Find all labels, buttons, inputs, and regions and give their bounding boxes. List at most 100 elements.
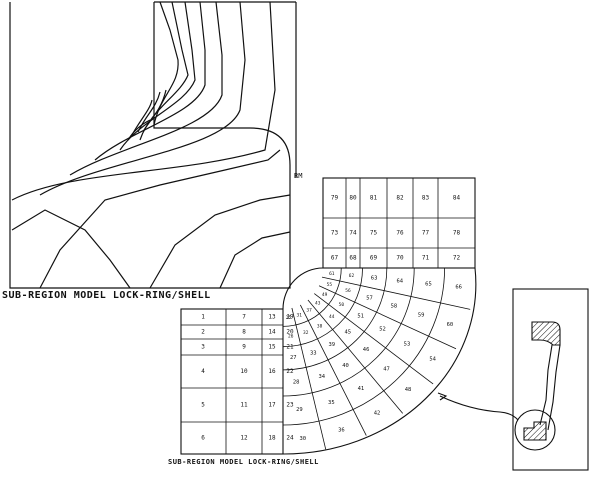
mesh-element-label: 27 — [290, 355, 297, 361]
mesh-element-label: 63 — [371, 276, 378, 282]
leader-line — [439, 395, 519, 421]
mesh-element-label: 77 — [422, 230, 430, 237]
mesh-element-label: 62 — [349, 273, 355, 279]
mesh-element-label: 1 — [201, 314, 205, 321]
mesh-element-label: 23 — [286, 402, 294, 409]
mesh-element-label: 29 — [296, 407, 303, 413]
mesh-element-label: 71 — [422, 255, 430, 262]
mesh-element-label: 35 — [328, 400, 335, 406]
mesh-element-label: 44 — [329, 314, 335, 320]
mesh-element-label: 76 — [396, 230, 404, 237]
mesh-element-label: 13 — [268, 314, 276, 321]
mesh-element-label: 78 — [453, 230, 461, 237]
contour-caption: SUB-REGION MODEL LOCK-RING/SHELL — [2, 290, 211, 301]
mesh-element-label: 59 — [418, 313, 425, 319]
detail-magnifier — [514, 409, 556, 451]
fe-mesh — [180, 177, 477, 455]
mesh-element-label: 7 — [242, 314, 246, 321]
mesh-element-label: 81 — [370, 195, 378, 202]
mesh-element-label: 14 — [268, 329, 276, 336]
mesh-line — [321, 276, 471, 310]
mesh-element-label: 37 — [306, 308, 312, 314]
mesh-element-label: 51 — [357, 314, 364, 320]
mesh-element-label: 12 — [240, 435, 248, 442]
mesh-element-label: 4 — [201, 368, 205, 375]
mesh-element-label: 30 — [299, 436, 306, 442]
contour-plot — [9, 1, 297, 289]
mesh-element-label: 21 — [286, 344, 294, 351]
mesh-element-label: 55 — [327, 282, 333, 288]
mesh-element-label: 54 — [429, 357, 436, 363]
mesh-element-label: 69 — [370, 255, 378, 262]
mesh-element-label: 19 — [286, 314, 294, 321]
mesh-element-label: 28 — [293, 380, 300, 386]
mesh-element-label: 8 — [242, 329, 246, 336]
mesh-element-label: 72 — [453, 255, 461, 262]
mesh-caption: SUB-REGION MODEL LOCK-RING/SHELL — [168, 458, 319, 466]
detail-frame — [512, 288, 589, 471]
mesh-element-label: 64 — [396, 278, 403, 284]
mesh-line — [307, 299, 404, 414]
mesh-element-label: 60 — [447, 322, 454, 328]
mesh-element-label: 20 — [286, 329, 294, 336]
mesh-element-label: 6 — [201, 435, 205, 442]
mesh-element-label: 53 — [404, 341, 411, 347]
mesh-element-label: 41 — [358, 386, 365, 392]
mesh-element-label: 38 — [317, 324, 323, 330]
mesh-element-label: 45 — [345, 329, 352, 335]
mesh-element-label: 56 — [345, 288, 351, 294]
mesh-element-label: 50 — [339, 302, 345, 308]
contour-boundary — [9, 2, 291, 289]
mesh-element-label: 10 — [240, 368, 248, 375]
mesh-line — [318, 285, 457, 350]
mesh-element-label: 80 — [349, 195, 357, 202]
contour-tag-label: RM — [294, 172, 303, 180]
mesh-element-label: 48 — [405, 387, 412, 393]
mesh-element-label: 46 — [363, 347, 370, 353]
mesh-element-label: 22 — [286, 368, 294, 375]
mesh-element-label: 43 — [315, 301, 321, 307]
mesh-element-label: 82 — [396, 195, 404, 202]
mesh-line — [314, 293, 434, 385]
mesh-element-label: 58 — [391, 303, 398, 309]
mesh-element-label: 9 — [242, 344, 246, 351]
mesh-element-label: 83 — [422, 195, 430, 202]
mesh-element-label: 74 — [349, 230, 357, 237]
mesh-element-label: 73 — [331, 230, 339, 237]
mesh-inner-arc — [282, 267, 324, 310]
mesh-element-label: 52 — [379, 327, 386, 333]
mesh-element-label: 26 — [288, 334, 294, 340]
mesh-arc — [282, 267, 415, 397]
mesh-grid-lines — [180, 177, 476, 455]
mesh-line — [299, 304, 367, 436]
detail-sketch — [437, 288, 589, 471]
mesh-element-label: 65 — [425, 281, 432, 287]
mesh-arc — [282, 267, 363, 348]
mesh-element-label: 15 — [268, 344, 276, 351]
mesh-element-label: 61 — [329, 271, 335, 277]
mesh-element-label: 75 — [370, 230, 378, 237]
mesh-element-label: 3 — [201, 344, 205, 351]
mesh-element-label: 5 — [201, 402, 205, 409]
mesh-element-label: 40 — [342, 363, 349, 369]
mesh-outer-arc — [282, 267, 477, 455]
mesh-element-label: 18 — [268, 435, 276, 442]
mesh-element-label: 32 — [303, 330, 309, 336]
mesh-element-label: 47 — [383, 366, 390, 372]
mesh-element-label: 36 — [338, 427, 345, 433]
mesh-element-label: 79 — [331, 195, 339, 202]
mesh-element-label: 17 — [268, 402, 276, 409]
mesh-element-label: 34 — [319, 374, 326, 380]
mesh-element-label: 57 — [366, 295, 373, 301]
mesh-element-label: 49 — [322, 292, 328, 298]
mesh-element-label: 16 — [268, 368, 276, 375]
mesh-element-label: 66 — [455, 285, 462, 291]
mesh-element-label: 84 — [453, 195, 461, 202]
mesh-element-label: 33 — [310, 351, 317, 357]
mesh-arc — [282, 267, 388, 371]
mesh-element-label: 31 — [297, 312, 303, 318]
mesh-element-label: 11 — [240, 402, 248, 409]
mesh-element-label: 2 — [201, 329, 205, 336]
